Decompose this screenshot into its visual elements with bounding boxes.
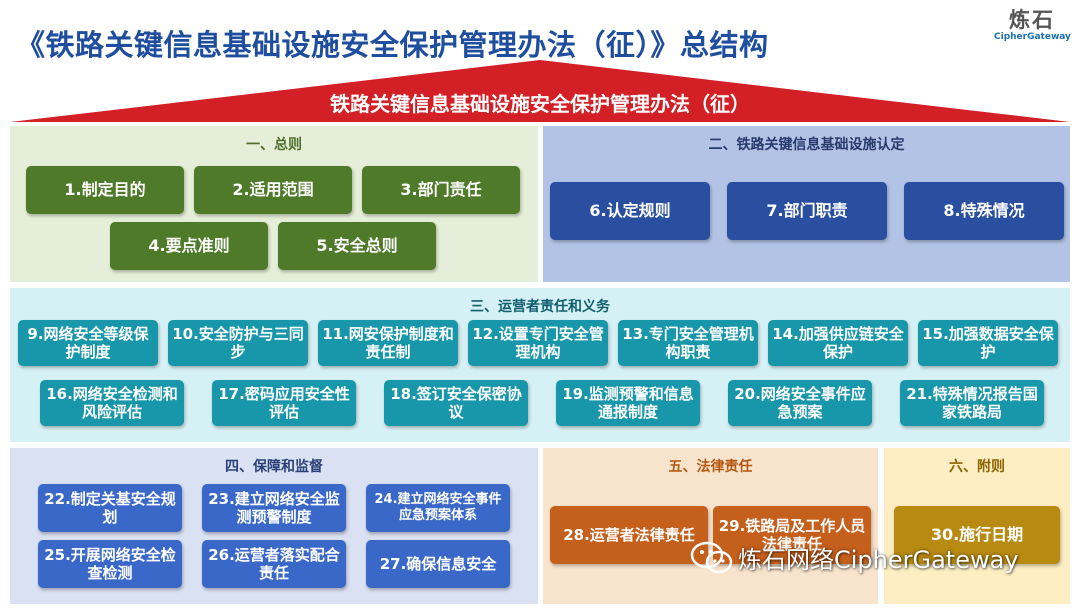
section-identification: 二、铁路关键信息基础设施认定 6.认定规则 7.部门职责 8.特殊情况 xyxy=(543,126,1070,282)
section-general: 一、总则 1.制定目的 2.适用范围 3.部门责任 4.要点准则 5.安全总则 xyxy=(10,126,538,282)
article-28-box[interactable]: 28.运营者法律责任 xyxy=(550,506,708,564)
roof-banner xyxy=(10,60,1070,122)
cipher-gateway-logo: 炼石 CipherGateway xyxy=(994,8,1071,43)
article-2-box[interactable]: 2.适用范围 xyxy=(194,166,352,214)
article-9-box[interactable]: 9.网络安全等级保护制度 xyxy=(18,320,158,366)
article-5-box[interactable]: 5.安全总则 xyxy=(278,222,436,270)
article-14-box[interactable]: 14.加强供应链安全保护 xyxy=(768,320,908,366)
article-11-box[interactable]: 11.网安保护制度和责任制 xyxy=(318,320,458,366)
article-27-box[interactable]: 27.确保信息安全 xyxy=(366,540,510,588)
article-6-box[interactable]: 6.认定规则 xyxy=(550,182,710,240)
section-legal-title: 五、法律责任 xyxy=(668,459,753,475)
section-general-title: 一、总则 xyxy=(246,137,302,153)
section-supervision-title: 四、保障和监督 xyxy=(225,459,323,475)
article-23-box[interactable]: 23.建立网络安全监测预警制度 xyxy=(202,484,346,532)
article-26-box[interactable]: 26.运营者落实配合责任 xyxy=(202,540,346,588)
page-title: 《铁路关键信息基础设施安全保护管理办法（征）》总结构 xyxy=(16,28,769,62)
article-20-box[interactable]: 20.网络安全事件应急预案 xyxy=(728,380,872,426)
roof-label: 铁路关键信息基础设施安全保护管理办法（征） xyxy=(330,92,750,116)
article-22-box[interactable]: 22.制定关基安全规划 xyxy=(38,484,182,532)
wechat-watermark: 炼石网络CipherGateway xyxy=(690,540,1019,575)
section-identification-title: 二、铁路关键信息基础设施认定 xyxy=(708,137,905,153)
article-19-box[interactable]: 19.监测预警和信息通报制度 xyxy=(556,380,700,426)
wechat-icon xyxy=(690,541,733,573)
article-1-box[interactable]: 1.制定目的 xyxy=(26,166,184,214)
article-12-box[interactable]: 12.设置专门安全管理机构 xyxy=(468,320,608,366)
section-operator-title: 三、运营者责任和义务 xyxy=(470,299,610,315)
logo-cn-text: 炼石 xyxy=(1009,8,1055,32)
section-appendix: 六、附则 30.施行日期 xyxy=(884,448,1070,604)
section-legal: 五、法律责任 28.运营者法律责任 29.铁路局及工作人员法律责任 xyxy=(543,448,878,604)
article-29-box[interactable]: 29.铁路局及工作人员法律责任 xyxy=(713,506,871,564)
article-24-box[interactable]: 24.建立网络安全事件应急预案体系 xyxy=(366,484,510,532)
logo-en-text: CipherGateway xyxy=(994,32,1071,42)
article-3-box[interactable]: 3.部门责任 xyxy=(362,166,520,214)
article-8-box[interactable]: 8.特殊情况 xyxy=(904,182,1064,240)
article-18-box[interactable]: 18.签订安全保密协议 xyxy=(384,380,528,426)
section-operator: 三、运营者责任和义务 9.网络安全等级保护制度 10.安全防护与三同步 11.网… xyxy=(10,288,1070,442)
section-supervision: 四、保障和监督 22.制定关基安全规划 23.建立网络安全监测预警制度 24.建… xyxy=(10,448,538,604)
article-15-box[interactable]: 15.加强数据安全保护 xyxy=(918,320,1058,366)
article-10-box[interactable]: 10.安全防护与三同步 xyxy=(168,320,308,366)
article-4-box[interactable]: 4.要点准则 xyxy=(110,222,268,270)
section-appendix-title: 六、附则 xyxy=(949,459,1005,475)
article-30-box[interactable]: 30.施行日期 xyxy=(894,506,1060,564)
article-21-box[interactable]: 21.特殊情况报告国家铁路局 xyxy=(900,380,1044,426)
article-17-box[interactable]: 17.密码应用安全性评估 xyxy=(212,380,356,426)
article-25-box[interactable]: 25.开展网络安全检查检测 xyxy=(38,540,182,588)
article-7-box[interactable]: 7.部门职责 xyxy=(727,182,887,240)
article-16-box[interactable]: 16.网络安全检测和风险评估 xyxy=(40,380,184,426)
article-13-box[interactable]: 13.专门安全管理机构职责 xyxy=(618,320,758,366)
watermark-text: 炼石网络CipherGateway xyxy=(738,546,1019,574)
